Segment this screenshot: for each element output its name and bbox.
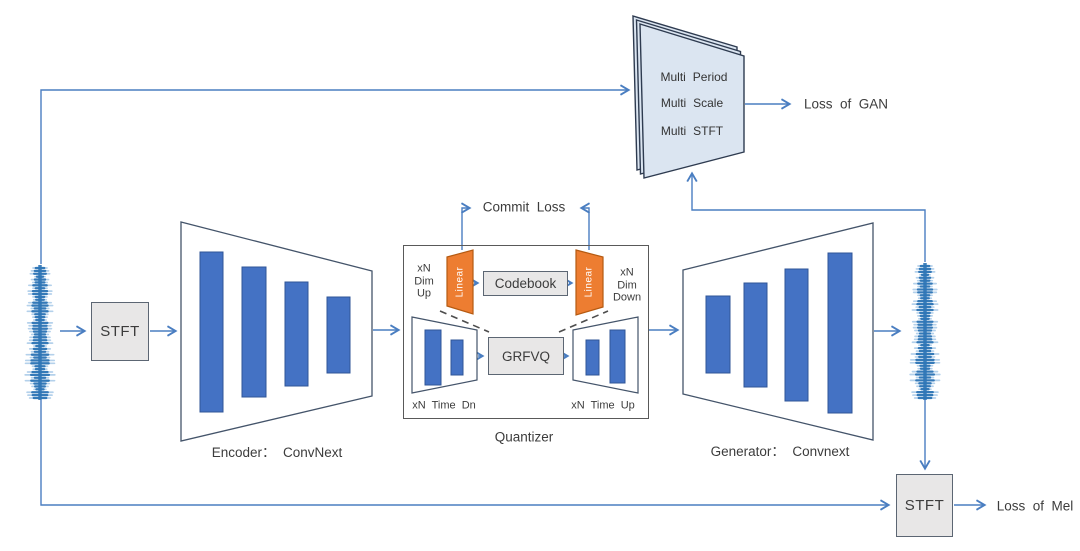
grfvq-label: GRFVQ — [501, 348, 550, 364]
input-stft-box: STFT — [91, 302, 149, 361]
dim-down-label: xN Dim Down — [612, 266, 642, 304]
linear-up-label: Linear — [454, 266, 466, 298]
input-stft-label: STFT — [100, 323, 140, 340]
generator-bar — [743, 282, 768, 388]
codebook-label: Codebook — [494, 276, 557, 291]
quantizer-label: Quantizer — [494, 429, 554, 445]
linear-down-trapezoid — [575, 249, 604, 316]
multi-stft-label: Multi STFT — [660, 124, 724, 138]
downsample-bar — [450, 339, 464, 376]
output-audio-waveform-icon — [909, 263, 941, 400]
generator-bar — [784, 268, 809, 402]
upsample-bar — [609, 329, 626, 384]
linear-up-trapezoid — [446, 249, 474, 315]
commit-loss-label: Commit Loss — [482, 199, 566, 215]
arrow-output-to-discriminator — [686, 171, 926, 262]
loss-of-mel-label: Loss of Mel — [996, 498, 1074, 514]
generator-label: Generator： Convnext — [710, 444, 850, 459]
discriminator-panel-front — [639, 23, 745, 179]
arrow-commit-loss-left — [460, 202, 472, 250]
encoder-bar — [284, 281, 309, 387]
encoder-trapezoid — [180, 221, 373, 442]
dashed-guide-right — [558, 310, 609, 333]
generator-bar — [827, 252, 853, 414]
codebook-box: Codebook — [483, 271, 568, 296]
generator-trapezoid — [682, 222, 874, 441]
grfvq-box: GRFVQ — [488, 337, 564, 375]
encoder-bar — [199, 251, 224, 413]
mel-stft-box: STFT — [896, 474, 953, 537]
time-dn-label: xN Time Dn — [412, 399, 476, 412]
multi-period-label: Multi Period — [660, 70, 728, 84]
encoder-bar — [326, 296, 351, 374]
mel-stft-label: STFT — [904, 497, 945, 514]
arrow-input-to-mel-stft — [40, 400, 891, 511]
dim-up-label: xN Dim Up — [414, 262, 434, 300]
loss-of-gan-label: Loss of GAN — [803, 96, 889, 112]
linear-down-label: Linear — [583, 266, 595, 298]
encoder-bar — [241, 266, 267, 398]
arrow-input-to-discriminator — [40, 84, 631, 264]
arrow-commit-loss-right — [579, 202, 591, 250]
encoder-label: Encoder： ConvNext — [211, 445, 343, 460]
dashed-guide-left — [439, 310, 490, 333]
multi-scale-label: Multi Scale — [660, 96, 724, 110]
downsample-bar — [424, 329, 442, 386]
quantizer-box — [403, 245, 649, 419]
upsample-bar — [585, 339, 600, 376]
time-up-label: xN Time Up — [571, 399, 635, 412]
input-audio-waveform-icon — [24, 265, 56, 400]
generator-bar — [705, 295, 731, 374]
